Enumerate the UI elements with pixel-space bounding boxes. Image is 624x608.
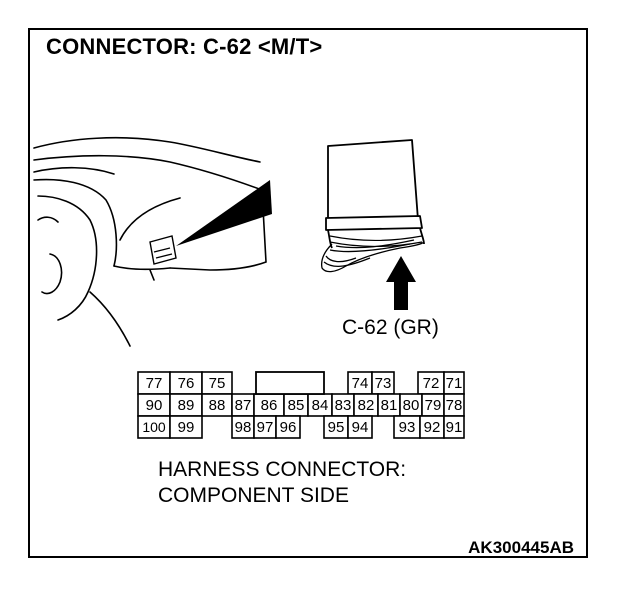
pin-cell: [275, 415, 301, 439]
pin-number: 71: [446, 375, 463, 392]
pin-number: 73: [375, 375, 392, 392]
pointer-arrow: [386, 256, 416, 310]
pin-number: 99: [178, 419, 195, 436]
caption-line-1: HARNESS CONNECTOR:: [158, 458, 407, 481]
pin-number: 78: [446, 397, 463, 414]
ecu-module: [325, 139, 425, 249]
pin-number: 77: [146, 375, 163, 392]
pin-cell: [443, 415, 465, 439]
pin-number: 91: [446, 419, 463, 436]
wire-harness: [320, 239, 425, 273]
diagram-title: CONNECTOR: C-62 <M/T>: [46, 34, 323, 59]
pin-number: 81: [381, 397, 398, 414]
figure-id: AK300445AB: [468, 538, 574, 557]
pin-cell: [169, 415, 203, 439]
pin-number: 87: [235, 397, 252, 414]
pin-number: 72: [423, 375, 440, 392]
callout-wedge: [176, 180, 272, 246]
pin-number: 83: [335, 397, 352, 414]
pin-number: 92: [424, 419, 441, 436]
pin-number: 90: [146, 397, 163, 414]
pin-number: 84: [312, 397, 329, 414]
pin-number: 95: [328, 419, 345, 436]
pin-number: 97: [257, 419, 274, 436]
pin-number: 96: [280, 419, 297, 436]
pin-cell: [347, 415, 373, 439]
dashboard-drawing: [33, 136, 267, 347]
pin-number: 75: [209, 375, 226, 392]
caption-line-2: COMPONENT SIDE: [158, 484, 349, 507]
dash-connector-marker: [149, 235, 177, 265]
pin-number: 94: [352, 419, 369, 436]
connector-key-tab: [255, 371, 325, 395]
pin-number: 85: [288, 397, 305, 414]
connector-label: C-62 (GR): [342, 316, 439, 339]
pin-number: 74: [352, 375, 369, 392]
pin-number: 80: [403, 397, 420, 414]
pin-number: 79: [425, 397, 442, 414]
pin-number: 89: [178, 397, 195, 414]
pin-number: 76: [178, 375, 195, 392]
pin-number: 100: [142, 419, 166, 435]
pin-number: 93: [399, 419, 416, 436]
diagram-frame: CONNECTOR: C-62 <M/T>: [28, 28, 588, 558]
pin-number: 98: [235, 419, 252, 436]
pin-number: 86: [261, 397, 278, 414]
pin-number: 82: [358, 397, 375, 414]
pin-number: 88: [209, 397, 226, 414]
